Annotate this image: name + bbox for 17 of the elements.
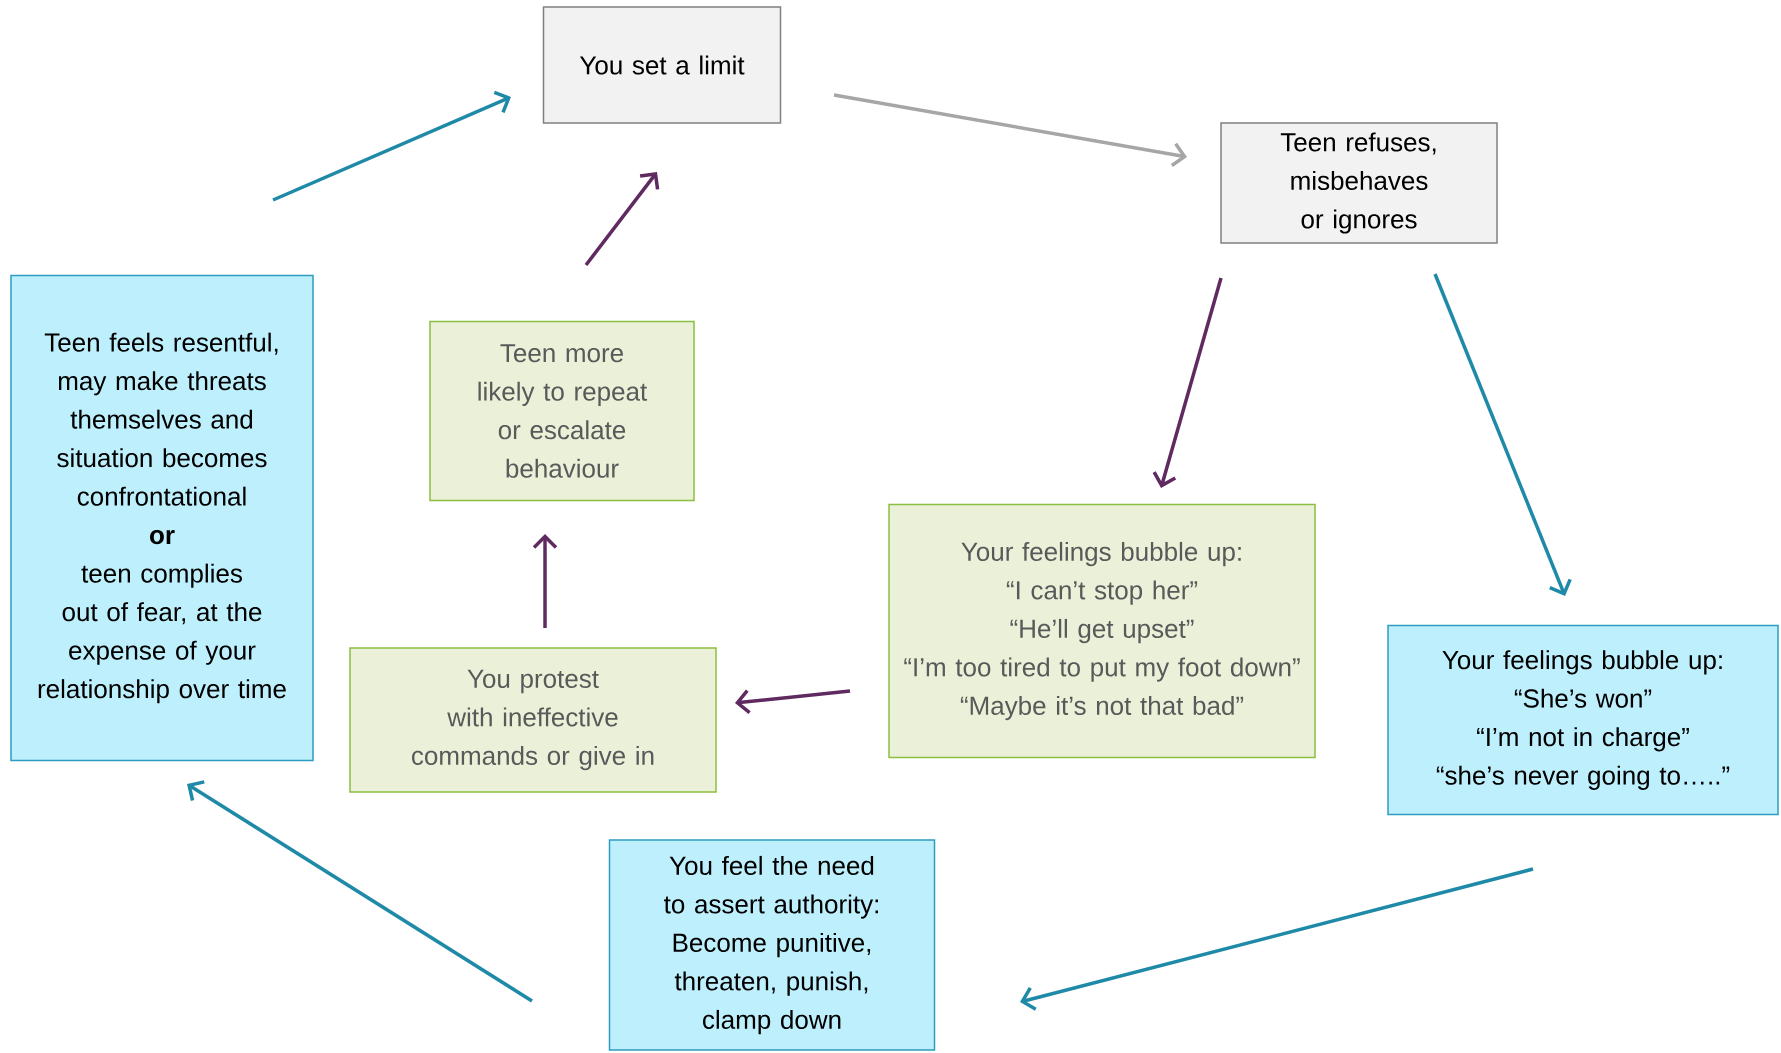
arrow <box>1020 867 1534 1011</box>
arrow <box>833 93 1187 167</box>
arrow <box>187 780 533 1003</box>
arrow <box>1152 277 1223 488</box>
process-box: You feel the need to assert authority: Become punitive, threaten, punish, clamp down <box>608 839 936 1051</box>
arrow <box>584 172 660 267</box>
arrow <box>532 534 558 628</box>
process-box: You protest with ineffective commands or give in <box>349 647 717 793</box>
process-box: Your feelings bubble up: “She’s won” “I’m not in charge” “she’s never going to…..” <box>1387 624 1779 816</box>
arrow <box>735 689 851 714</box>
process-box: Teen more likely to repeat or escalate behaviour <box>429 320 695 502</box>
arrow <box>1433 273 1572 596</box>
process-box: You set a limit <box>542 6 782 124</box>
process-box: Your feelings bubble up: “I can’t stop her” “He’ll get upset” “I’m too tired to put my foot down” “Maybe it’s not that bad” <box>888 503 1316 759</box>
process-box: Teen feels resentful, may make threats themselves and situation becomes confrontational or teen complies out of fear, at the expense of your relationship over time <box>10 274 314 762</box>
process-box: Teen refuses, misbehaves or ignores <box>1220 122 1498 244</box>
arrow <box>272 90 511 202</box>
